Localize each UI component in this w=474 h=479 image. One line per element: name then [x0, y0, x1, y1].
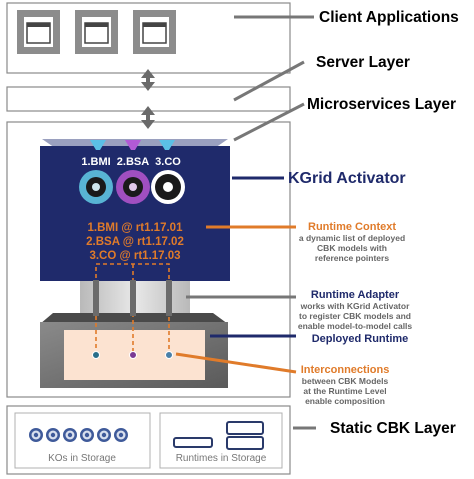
- static-cbk-layer-label: Static CBK Layer: [330, 420, 456, 437]
- runtime-context-desc: reference pointers: [315, 253, 389, 263]
- server-layer-label: Server Layer: [316, 54, 410, 71]
- runtime-adapter-desc: enable model-to-model calls: [298, 321, 413, 331]
- interconnections-desc: between CBK Models: [302, 376, 389, 386]
- ko-disk-icon: [46, 428, 60, 442]
- model-label-co: 3.CO: [155, 156, 181, 168]
- client-app-icon: [17, 10, 60, 54]
- client-app-icon: [133, 10, 176, 54]
- kos-storage-label: KOs in Storage: [48, 453, 116, 464]
- client-applications-label: Client Applications: [319, 9, 459, 26]
- funnel-icon: [159, 140, 175, 150]
- double-arrow-icon: [141, 106, 155, 129]
- runtime-adapter-desc: to register CBK models and: [299, 311, 411, 321]
- runtime-storage-icon: [173, 421, 264, 450]
- bsa-model-disk-icon: [116, 170, 150, 204]
- runtime-context-title: Runtime Context: [308, 221, 396, 233]
- runtime-adapter-desc: works with KGrid Activator: [300, 301, 410, 311]
- interconnections-title: Interconnections: [301, 364, 390, 376]
- runtimes-storage-label: Runtimes in Storage: [176, 453, 267, 464]
- co-model-disk-icon: [151, 170, 185, 204]
- ko-disk-icon: [63, 428, 77, 442]
- runtime-context-entry: 1.BMI @ rt1.17.01: [88, 222, 184, 234]
- adapter-rod: [93, 280, 99, 316]
- funnel-icon: [90, 140, 106, 150]
- ko-disk-icon: [97, 428, 111, 442]
- runtime-node-icon: [92, 351, 100, 359]
- model-label-bsa: 2.BSA: [117, 156, 149, 168]
- pointer-line: [233, 102, 305, 142]
- adapter-rod: [166, 280, 172, 316]
- kgrid-activator-label: KGrid Activator: [288, 170, 406, 187]
- runtime-top-bevel: [40, 313, 228, 324]
- runtime-context-entry: 2.BSA @ rt1.17.02: [86, 236, 184, 248]
- runtime-context-entry: 3.CO @ rt1.17.03: [89, 250, 180, 262]
- runtime-adapter-title: Runtime Adapter: [311, 289, 400, 301]
- ko-disk-icon: [80, 428, 94, 442]
- runtime-context-desc: CBK models with: [317, 243, 387, 253]
- funnel-icon: [125, 140, 141, 150]
- interconnections-desc: enable composition: [305, 396, 385, 406]
- runtime-node-icon: [165, 351, 173, 359]
- adapter-rod: [130, 280, 136, 316]
- model-label-bmi: 1.BMI: [81, 156, 110, 168]
- pointer-line: [233, 60, 305, 102]
- runtime-context-desc: a dynamic list of deployed: [299, 233, 405, 243]
- client-app-icon: [75, 10, 118, 54]
- pointer-line: [175, 352, 297, 374]
- kgrid-activator-panel: [40, 146, 230, 281]
- double-arrow-icon: [141, 69, 155, 91]
- bmi-model-disk-icon: [79, 170, 113, 204]
- runtime-node-icon: [129, 351, 137, 359]
- ko-disk-icon: [114, 428, 128, 442]
- microservices-layer-label: Microservices Layer: [307, 96, 456, 113]
- ko-disk-icon: [29, 428, 43, 442]
- interconnections-desc: at the Runtime Level: [303, 386, 386, 396]
- deployed-runtime-label: Deployed Runtime: [312, 333, 409, 345]
